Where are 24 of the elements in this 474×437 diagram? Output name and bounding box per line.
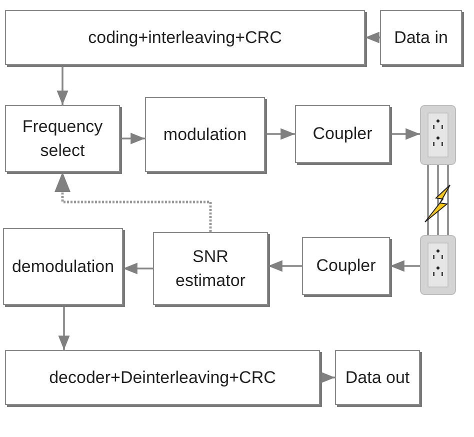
wire-line	[437, 165, 439, 235]
arrow	[54, 172, 212, 232]
arrow	[268, 260, 302, 272]
process-box: Coupler	[302, 237, 390, 295]
process-box: decoder+Deinterleaving+CRC	[5, 350, 320, 405]
process-box: Data in	[380, 10, 462, 65]
arrow	[56, 65, 68, 105]
process-box: Coupler	[295, 105, 390, 163]
arrow	[123, 262, 153, 274]
process-box: SNR estimator	[153, 232, 268, 305]
arrow	[390, 260, 420, 272]
process-box: Data out	[335, 350, 420, 405]
arrow	[58, 305, 70, 350]
arrow	[320, 372, 335, 384]
arrow	[365, 32, 380, 44]
process-box: demodulation	[3, 228, 123, 305]
arrow	[390, 128, 420, 140]
process-box: coding+interleaving+CRC	[5, 10, 365, 65]
wire-line	[427, 165, 429, 235]
process-box: Frequency select	[5, 105, 120, 172]
arrow	[265, 128, 295, 140]
wire-line	[447, 165, 449, 235]
arrow	[120, 132, 145, 144]
process-box: modulation	[145, 97, 265, 172]
